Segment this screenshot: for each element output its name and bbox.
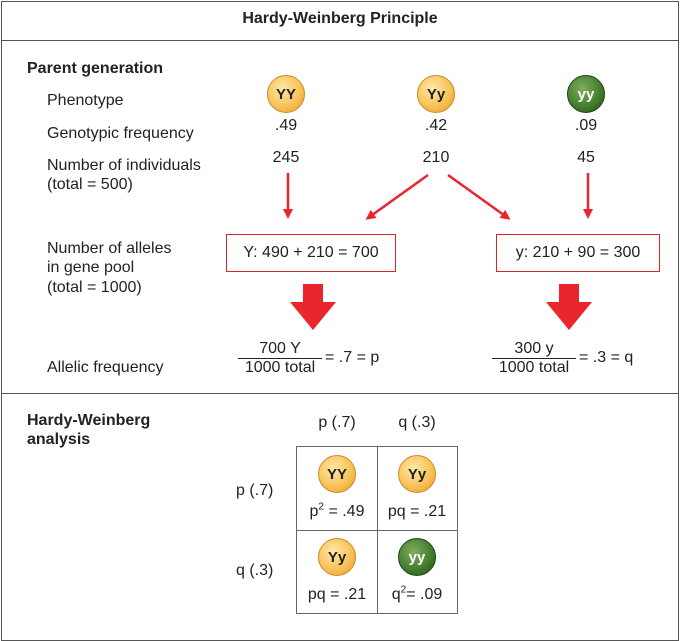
allelic-frequency-label: Allelic frequency [47, 359, 164, 376]
row-header-p: p (.7) [236, 482, 274, 499]
punnett-cell-qp: Yy pq = .21 [297, 530, 377, 613]
analysis-heading-line2: analysis [27, 431, 91, 448]
cell-qq-exponent: 2 [400, 584, 407, 596]
frequency-YY: .49 [274, 117, 298, 134]
diagram-title: Hardy-Weinberg Principle [242, 10, 438, 27]
cell-YY-circle: YY [318, 455, 356, 493]
alleles-total-label: (total = 1000) [47, 279, 142, 296]
genotypic-frequency-label: Genotypic frequency [47, 125, 194, 142]
punnett-cell-qq: yy q2= .09 [377, 530, 457, 613]
individuals-label: Number of individuals [47, 157, 201, 174]
allele-box-Y: Y: 490 + 210 = 700 [226, 234, 396, 272]
arrow-Yy-right [447, 173, 511, 220]
punnett-cell-pp: YY p2 = .49 [297, 447, 377, 530]
cell-Yy-circle-2: Yy [318, 538, 356, 576]
parent-generation-heading: Parent generation [27, 60, 164, 77]
analysis-heading: Hardy-Weinberg [27, 412, 151, 429]
cell-qq-label: q2= .09 [377, 584, 457, 604]
title-divider [1, 40, 679, 41]
cell-qp-label: pq = .21 [297, 586, 377, 604]
alleles-label: Number of alleles [47, 240, 172, 257]
genotype-yy-circle: yy [567, 75, 605, 113]
frequency-yy: .09 [574, 117, 598, 134]
cell-qq-value: = .09 [406, 586, 443, 603]
col-header-p: p (.7) [318, 414, 356, 431]
punnett-square: YY p2 = .49 Yy pq = .21 Yy pq = .21 yy q… [296, 446, 458, 614]
fraction-p-numerator: 700 Y [259, 340, 301, 357]
cell-qq-var: q [391, 586, 401, 603]
fraction-q-denominator: 1000 total [492, 358, 576, 377]
cell-pq-var: pq [387, 503, 406, 520]
cell-Yy-circle: Yy [398, 455, 436, 493]
block-arrow-y [546, 284, 592, 330]
allelic-fraction-q: 300 y 1000 total [492, 340, 576, 377]
col-header-q: q (.3) [398, 414, 436, 431]
grid-horizontal-divider [297, 530, 457, 531]
cell-yy-circle: yy [398, 538, 436, 576]
arrow-Yy-left [365, 173, 429, 220]
cell-pp-value: = .49 [328, 503, 365, 520]
count-yy: 45 [577, 149, 595, 166]
row-header-q: q (.3) [236, 562, 274, 579]
allelic-result-p: = .7 = p [325, 349, 380, 366]
genotype-YY-circle: YY [267, 75, 305, 113]
block-arrow-Y [290, 284, 336, 330]
count-YY: 245 [272, 149, 300, 166]
genotype-Yy-circle: Yy [417, 75, 455, 113]
fraction-p-denominator: 1000 total [238, 358, 322, 377]
individuals-total-label: (total = 500) [47, 176, 133, 193]
cell-qp-var: pq [307, 586, 326, 603]
phenotype-label: Phenotype [47, 92, 124, 109]
fraction-q-numerator: 300 y [514, 340, 554, 357]
section-divider [1, 393, 679, 394]
cell-pp-label: p2 = .49 [297, 501, 377, 521]
punnett-cell-pq: Yy pq = .21 [377, 447, 457, 530]
allelic-fraction-p: 700 Y 1000 total [238, 340, 322, 377]
count-Yy: 210 [422, 149, 450, 166]
allelic-result-q: = .3 = q [579, 349, 634, 366]
cell-pq-value: = .21 [410, 503, 447, 520]
alleles-gene-pool-label: in gene pool [47, 259, 135, 276]
cell-pq-label: pq = .21 [377, 503, 457, 521]
cell-pp-var: p [309, 503, 319, 520]
allele-box-y: y: 210 + 90 = 300 [496, 234, 660, 272]
cell-pp-exponent: 2 [318, 501, 324, 513]
frequency-Yy: .42 [424, 117, 448, 134]
cell-qp-value: = .21 [330, 586, 367, 603]
